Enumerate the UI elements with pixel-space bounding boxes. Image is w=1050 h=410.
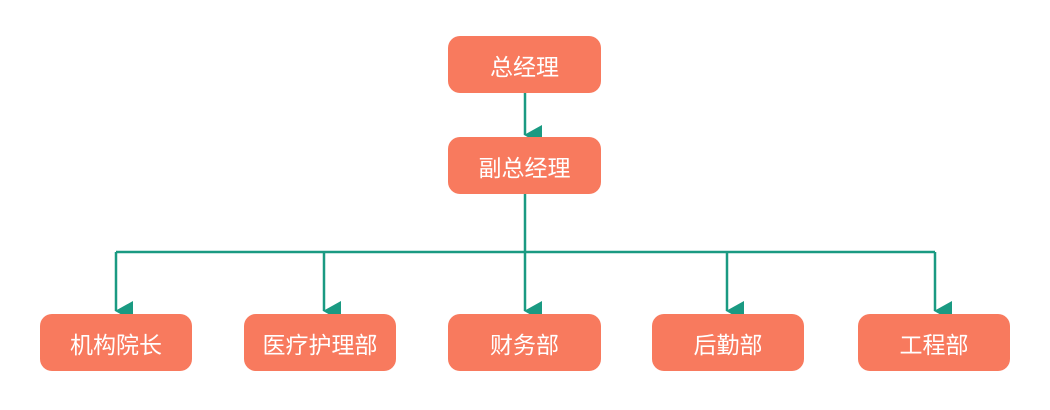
node-general-manager: 总经理 bbox=[448, 36, 601, 93]
node-department-finance: 财务部 bbox=[448, 314, 601, 371]
node-department-medical-nursing: 医疗护理部 bbox=[244, 314, 396, 371]
node-label: 机构院长 bbox=[70, 332, 162, 359]
node-deputy-general-manager: 副总经理 bbox=[448, 137, 601, 194]
node-label: 总经理 bbox=[490, 54, 559, 81]
node-label: 后勤部 bbox=[693, 332, 763, 359]
node-label: 副总经理 bbox=[478, 155, 571, 182]
node-label: 工程部 bbox=[899, 332, 969, 359]
node-label: 财务部 bbox=[490, 332, 559, 359]
node-department-institution-director: 机构院长 bbox=[40, 314, 192, 371]
node-department-engineering: 工程部 bbox=[858, 314, 1010, 371]
node-label: 医疗护理部 bbox=[262, 332, 378, 359]
node-department-logistics: 后勤部 bbox=[652, 314, 804, 371]
